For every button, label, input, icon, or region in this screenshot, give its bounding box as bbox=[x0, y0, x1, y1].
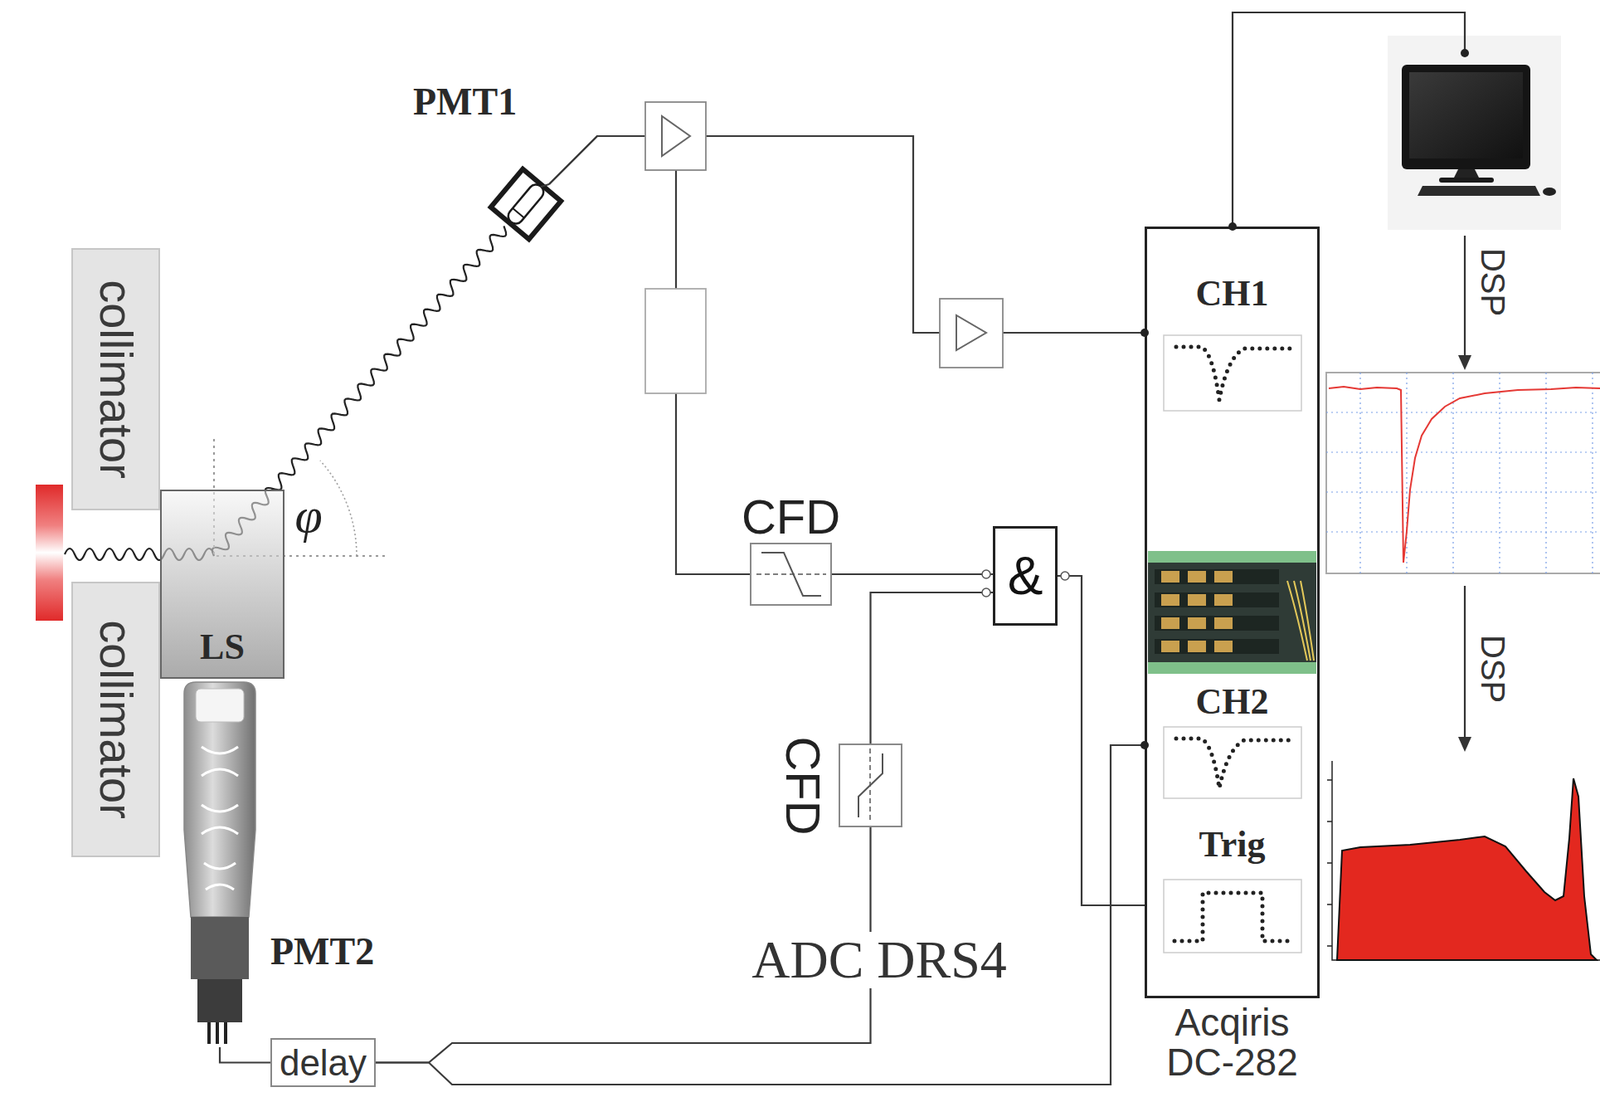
digitizer-card bbox=[1147, 550, 1317, 674]
collimator-block: collimator bbox=[71, 581, 161, 857]
cfd-box: CFD bbox=[749, 542, 832, 606]
card-slots bbox=[1154, 568, 1280, 654]
gamma-source bbox=[35, 484, 64, 621]
angle-label: φ bbox=[294, 490, 322, 540]
card-cables bbox=[1287, 580, 1314, 661]
pmt2-window bbox=[195, 688, 244, 722]
pmt2-tube bbox=[184, 681, 256, 917]
signal-wire bbox=[375, 744, 1145, 1085]
logic-symbol: & bbox=[1007, 549, 1044, 603]
module-label: delay bbox=[279, 1044, 367, 1081]
scintillator-box: LS bbox=[160, 489, 285, 679]
output-circle bbox=[1060, 571, 1070, 580]
channel-display bbox=[1163, 726, 1302, 798]
monitor-base bbox=[1439, 177, 1494, 183]
waveform-plot bbox=[1326, 372, 1600, 574]
pulse-dots bbox=[1176, 346, 1293, 400]
card-frame bbox=[1147, 550, 1317, 674]
coincidence-box: & bbox=[992, 525, 1058, 626]
pmt2-base bbox=[190, 916, 249, 979]
pmt2-dynodes bbox=[201, 746, 239, 890]
pmt2-pins bbox=[207, 1021, 228, 1044]
histogram-axes bbox=[1327, 760, 1600, 960]
monitor-frame bbox=[1401, 64, 1531, 170]
empty-module bbox=[645, 288, 706, 394]
input-circle bbox=[982, 569, 991, 579]
channel-label: Trig bbox=[1199, 826, 1266, 863]
arrow-head bbox=[1458, 736, 1472, 752]
cfd-box: CFD bbox=[838, 743, 903, 827]
device-label: Acqiris DC-282 bbox=[1147, 1001, 1318, 1083]
arrow-head bbox=[1458, 355, 1472, 370]
pmt1-tube-body bbox=[505, 181, 547, 227]
waveform-trace bbox=[1328, 386, 1600, 563]
pmt1-cable bbox=[540, 184, 550, 187]
angle-arc bbox=[320, 460, 357, 556]
delay-box: delay bbox=[270, 1037, 376, 1087]
keyboard bbox=[1417, 185, 1541, 196]
pulse-dots bbox=[1176, 738, 1293, 788]
channel-label: CH1 bbox=[1196, 275, 1270, 312]
process-label: DSP bbox=[1476, 248, 1510, 317]
amplifier-symbol bbox=[956, 315, 987, 351]
computer-background bbox=[1387, 35, 1562, 230]
dsp-arrow bbox=[1463, 235, 1466, 357]
amplifier-box bbox=[939, 298, 1003, 368]
signal-wire bbox=[549, 136, 750, 574]
part-label: PMT2 bbox=[270, 932, 375, 971]
input-circle bbox=[982, 588, 991, 597]
trigger-display bbox=[1163, 879, 1302, 953]
pmt-detector: PMT2 bbox=[178, 681, 259, 1047]
pmt1-tube bbox=[505, 181, 547, 227]
gamma-ray bbox=[271, 225, 506, 490]
signal-wire bbox=[870, 592, 994, 744]
signal-wire bbox=[219, 1046, 271, 1063]
mouse bbox=[1542, 187, 1557, 196]
amplifier-symbol bbox=[661, 116, 691, 156]
part-label: collimator bbox=[92, 279, 140, 479]
plot-grid bbox=[1326, 372, 1600, 574]
part-label: PMT1 bbox=[413, 82, 517, 122]
part-label: LS bbox=[199, 628, 245, 666]
signal-wire bbox=[549, 136, 1145, 333]
cfd-threshold bbox=[869, 748, 871, 823]
module-label: CFD bbox=[778, 735, 827, 835]
process-label: DSP bbox=[1476, 634, 1510, 703]
monitor-screen bbox=[1409, 72, 1523, 159]
energy-histogram bbox=[1337, 778, 1597, 960]
cfd-threshold bbox=[756, 573, 827, 575]
pmt2-socket bbox=[197, 978, 243, 1022]
collimator-block: collimator bbox=[71, 248, 161, 511]
gate-dots bbox=[1174, 892, 1291, 941]
channel-display bbox=[1163, 335, 1302, 411]
amplifier-box bbox=[645, 102, 706, 171]
junction-dot bbox=[1460, 48, 1469, 58]
pmt1-frame bbox=[491, 169, 562, 240]
device-label: ADC DRS4 bbox=[744, 931, 1014, 988]
signal-wire bbox=[1057, 575, 1145, 905]
dsp-arrow bbox=[1463, 585, 1466, 739]
pmt1-housing bbox=[491, 169, 562, 240]
signal-wire bbox=[831, 573, 993, 575]
pmt-detector: PMT1 bbox=[502, 180, 550, 228]
pmt1-tube-ring bbox=[512, 208, 525, 219]
card-connectors bbox=[1161, 570, 1233, 652]
channel-label: CH2 bbox=[1196, 683, 1270, 720]
part-label: collimator bbox=[92, 619, 140, 819]
module-label: CFD bbox=[741, 492, 841, 541]
digitizer-box: CH1CH2TrigAcqiris DC-282 bbox=[1144, 226, 1320, 998]
